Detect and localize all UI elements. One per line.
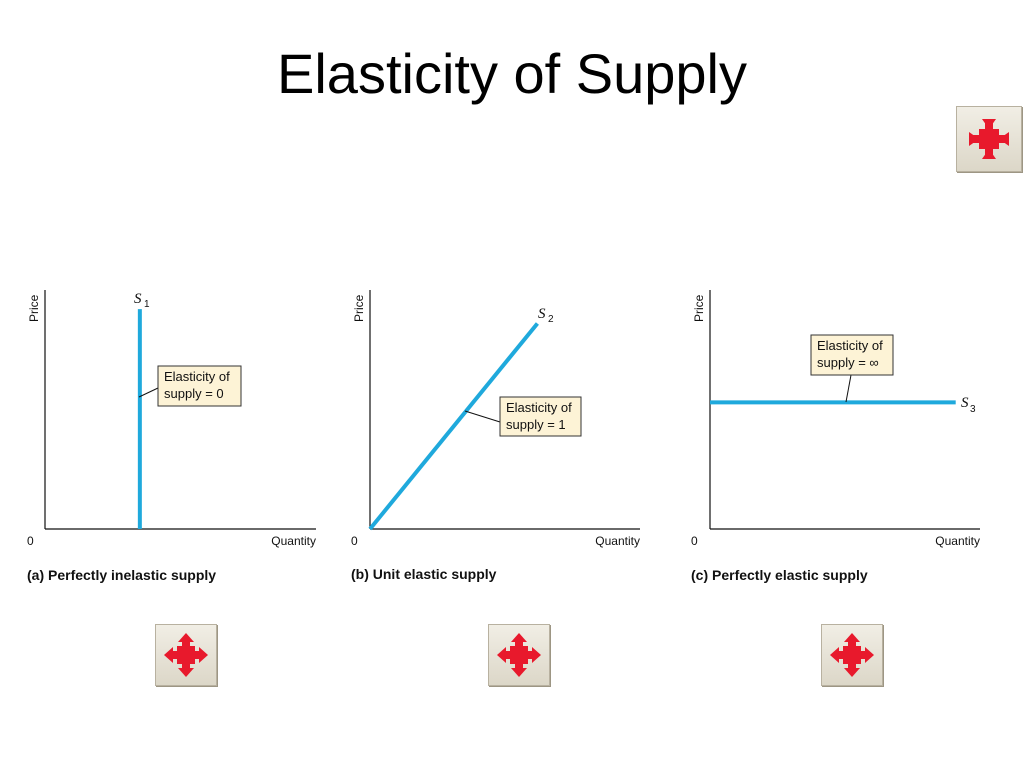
annotation-line2-c: supply = ∞ — [817, 355, 879, 370]
supply-curve-s2 — [368, 322, 539, 531]
chart-panel-b: Price Quantity 0 S 2 Elasticity of suppl… — [351, 290, 640, 582]
return-button[interactable] — [956, 106, 1022, 172]
series-sub-s1: 1 — [144, 299, 150, 310]
slide-title: Elasticity of Supply — [277, 42, 747, 105]
origin-label-a: 0 — [27, 534, 34, 548]
annotation-leader-b — [464, 410, 501, 423]
annotation-line1-b: Elasticity of — [506, 400, 572, 415]
annotation-line2-a: supply = 0 — [164, 386, 224, 401]
expand-chart-b-button[interactable] — [488, 624, 550, 686]
series-name-s1: S — [134, 291, 142, 307]
origin-label-c: 0 — [691, 534, 698, 548]
series-name-s3: S — [961, 395, 969, 411]
series-name-s2: S — [538, 306, 546, 322]
red-expand-arrows-icon — [830, 633, 874, 677]
annotation-line1-a: Elasticity of — [164, 369, 230, 384]
red-expand-arrows-icon — [497, 633, 541, 677]
expand-chart-a-button[interactable] — [155, 624, 217, 686]
annotation-line1-c: Elasticity of — [817, 338, 883, 353]
ylabel-c: Price — [692, 294, 706, 322]
xlabel-a: Quantity — [271, 534, 316, 548]
xlabel-c: Quantity — [935, 534, 980, 548]
xlabel-b: Quantity — [595, 534, 640, 548]
annotation-box-b — [499, 396, 582, 437]
caption-b: (b) Unit elastic supply — [351, 566, 497, 582]
caption-a: (a) Perfectly inelastic supply — [27, 567, 216, 583]
annotation-leader-a — [138, 387, 159, 398]
origin-label-b: 0 — [351, 534, 358, 548]
annotation-box-a — [157, 365, 242, 407]
red-expand-arrows-icon — [164, 633, 208, 677]
series-sub-s3: 3 — [970, 404, 976, 415]
annotation-box-c — [810, 334, 894, 376]
expand-chart-c-button[interactable] — [821, 624, 883, 686]
red-contract-arrows-icon — [969, 119, 1009, 159]
ylabel-b: Price — [352, 294, 366, 322]
annotation-line2-b: supply = 1 — [506, 417, 566, 432]
annotation-leader-c — [845, 374, 852, 403]
series-sub-s2: 2 — [548, 314, 554, 325]
chart-panel-a: Price Quantity 0 S 1 Elasticity of suppl… — [27, 290, 316, 583]
caption-c: (c) Perfectly elastic supply — [691, 567, 868, 583]
chart-panel-c: Price Quantity 0 S 3 Elasticity of suppl… — [691, 290, 980, 583]
ylabel-a: Price — [27, 294, 41, 322]
